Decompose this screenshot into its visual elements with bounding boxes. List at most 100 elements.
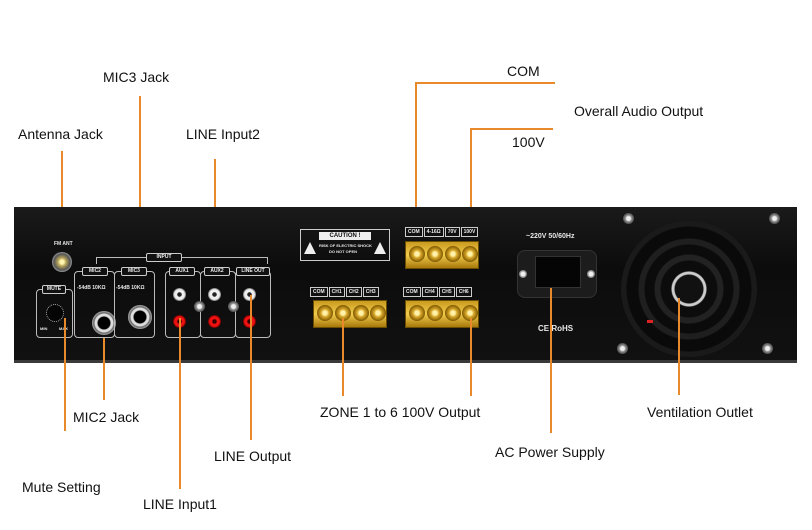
line-output-callout-line — [250, 295, 252, 440]
terminal-screw-com[interactable] — [409, 305, 425, 321]
terminal-tag: 4-16Ω — [423, 227, 444, 237]
zone-a-terminal-block — [313, 300, 387, 328]
panel-bolt — [228, 301, 239, 312]
terminal-tag: COM — [403, 287, 421, 297]
ventilation-callout-line — [678, 298, 680, 395]
line-input1-label: LINE Input1 — [143, 496, 217, 512]
mic2-jack-label: MIC2 Jack — [73, 409, 140, 425]
line-output-label: LINE Output — [214, 448, 292, 464]
com-callout-line-v — [415, 82, 417, 260]
line-out-tag: LINE OUT — [236, 267, 270, 276]
warning-triangle-icon — [374, 242, 386, 254]
mic2-spec-text: -54dB 10KΩ — [77, 285, 106, 291]
terminal-screw-ch2[interactable] — [353, 305, 369, 321]
zone-callout-line-left — [342, 318, 344, 396]
output-terminal-tags: COM 4-16Ω 70V 100V — [405, 227, 479, 237]
aux2-red-rca[interactable] — [208, 315, 221, 328]
fm-antenna-jack[interactable] — [52, 252, 72, 272]
mute-tag: MUTE — [42, 285, 66, 294]
mute-min-text: MIN — [40, 326, 48, 331]
mic2-jack[interactable] — [92, 311, 116, 335]
mute-setting-label: Mute Setting — [22, 479, 101, 495]
terminal-screw-com[interactable] — [409, 246, 425, 262]
aux2-tag: AUX2 — [204, 267, 230, 276]
zone-output-label: ZONE 1 to 6 100V Output — [320, 404, 481, 420]
terminal-tag: CH6 — [455, 287, 472, 297]
mic3-jack-label: MIC3 Jack — [103, 69, 170, 85]
aux2-white-rca[interactable] — [208, 288, 221, 301]
input-bracket — [96, 257, 268, 264]
terminal-screw-ch3[interactable] — [370, 305, 386, 321]
fm-ant-text: FM ANT — [54, 241, 73, 247]
com-callout-line-h — [415, 82, 555, 84]
terminal-tag: COM — [405, 227, 423, 237]
fan-screw — [769, 213, 780, 224]
terminal-screw-ch1[interactable] — [335, 305, 351, 321]
100v-callout-line-h — [470, 128, 553, 130]
warning-triangle-icon — [304, 242, 316, 254]
caution-line1: RISK OF ELECTRIC SHOCK — [319, 243, 372, 248]
caution-title: CAUTION ! — [319, 232, 371, 240]
overall-output-terminal-block — [405, 241, 479, 269]
line-out-red-rca[interactable] — [243, 315, 256, 328]
aux1-white-rca[interactable] — [173, 288, 186, 301]
fan-screw — [623, 213, 634, 224]
mute-max-text: MAX — [59, 326, 68, 331]
100v-label: 100V — [512, 134, 545, 150]
mute-callout-line — [64, 318, 66, 431]
iec-inlet-housing — [517, 250, 597, 298]
line-input2-label: LINE Input2 — [186, 126, 260, 142]
zone-a-terminal-tags: COM CH1 CH2 CH3 — [310, 287, 379, 297]
mic3-jack[interactable] — [128, 305, 152, 329]
fan-screw — [762, 343, 773, 354]
terminal-tag: 100V — [460, 227, 479, 237]
mic2-callout-line — [103, 338, 105, 400]
terminal-screw-com[interactable] — [317, 305, 333, 321]
terminal-tag: COM — [310, 287, 328, 297]
terminal-screw-ch4[interactable] — [427, 305, 443, 321]
ac-power-inlet[interactable] — [535, 256, 581, 288]
zone-b-terminal-block — [405, 300, 479, 328]
terminal-tag: CH3 — [362, 287, 379, 297]
panel-bolt — [519, 270, 527, 278]
ventilation-fan-grille — [621, 221, 757, 357]
ventilation-outlet-label: Ventilation Outlet — [647, 404, 753, 420]
terminal-screw-ch5[interactable] — [445, 305, 461, 321]
terminal-tag: 70V — [444, 227, 460, 237]
terminal-screw-ch6[interactable] — [462, 305, 478, 321]
line-out-box — [235, 271, 271, 338]
zone-b-terminal-tags: COM CH4 CH5 CH6 — [403, 287, 472, 297]
cert-marks-text: CE RoHS — [538, 324, 574, 333]
overall-audio-output-label: Overall Audio Output — [574, 103, 704, 119]
terminal-screw-100v[interactable] — [462, 246, 478, 262]
antenna-jack-label: Antenna Jack — [18, 126, 103, 142]
terminal-tag: CH5 — [438, 287, 455, 297]
com-label: COM — [507, 63, 540, 79]
aux1-tag: AUX1 — [169, 267, 195, 276]
terminal-screw-70v[interactable] — [445, 246, 461, 262]
caution-sticker: CAUTION ! RISK OF ELECTRIC SHOCK DO NOT … — [300, 229, 390, 261]
antenna-callout-line — [61, 151, 63, 259]
line-input1-callout-line — [179, 318, 181, 489]
terminal-screw-4-16ohm[interactable] — [427, 246, 443, 262]
mic2-tag: MIC2 — [82, 267, 108, 276]
caution-line2: DO NOT OPEN — [329, 249, 358, 254]
input-group-tag: INPUT — [146, 253, 182, 262]
100v-callout-line-v — [470, 128, 472, 260]
panel-bolt — [587, 270, 595, 278]
mic3-spec-text: -54dB 10KΩ — [116, 285, 145, 291]
ac-power-supply-label: AC Power Supply — [495, 444, 605, 460]
amplifier-rear-panel: FM ANT INPUT MUTE MIN MAX MIC2 -54dB 10K… — [14, 207, 797, 363]
fan-screw — [617, 343, 628, 354]
line-out-white-rca[interactable] — [243, 288, 256, 301]
zone-callout-line-right — [470, 318, 472, 396]
terminal-tag: CH4 — [421, 287, 438, 297]
mute-knob[interactable] — [46, 304, 64, 322]
ac-power-callout-line — [550, 288, 552, 433]
terminal-tag: CH1 — [328, 287, 345, 297]
panel-bolt — [194, 301, 205, 312]
mic3-tag: MIC3 — [121, 267, 147, 276]
fan-red-marker — [647, 320, 653, 323]
terminal-tag: CH2 — [345, 287, 362, 297]
power-rating-text: ~220V 50/60Hz — [526, 233, 575, 240]
